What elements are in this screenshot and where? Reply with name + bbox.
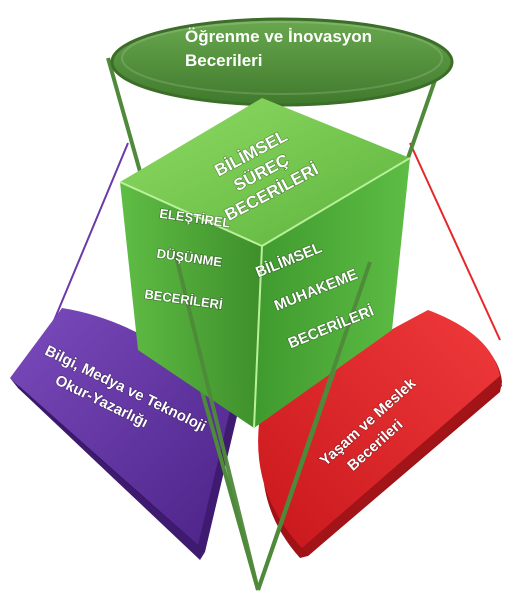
cube	[119, 98, 411, 429]
cube-left-face	[120, 182, 262, 428]
cone-front-left-line	[173, 251, 260, 591]
right-guide-line	[409, 142, 501, 341]
top-ellipse-label-1: Öğrenme ve İnovasyon	[185, 27, 372, 46]
cube-right-face	[254, 158, 410, 428]
right-segment	[258, 310, 502, 558]
top-ellipse	[110, 17, 454, 107]
cone-front-right-line	[256, 261, 372, 591]
left-guide-line	[47, 142, 129, 336]
top-ellipse-label-2: Becerileri	[185, 51, 263, 70]
cube-top-face	[120, 98, 410, 246]
